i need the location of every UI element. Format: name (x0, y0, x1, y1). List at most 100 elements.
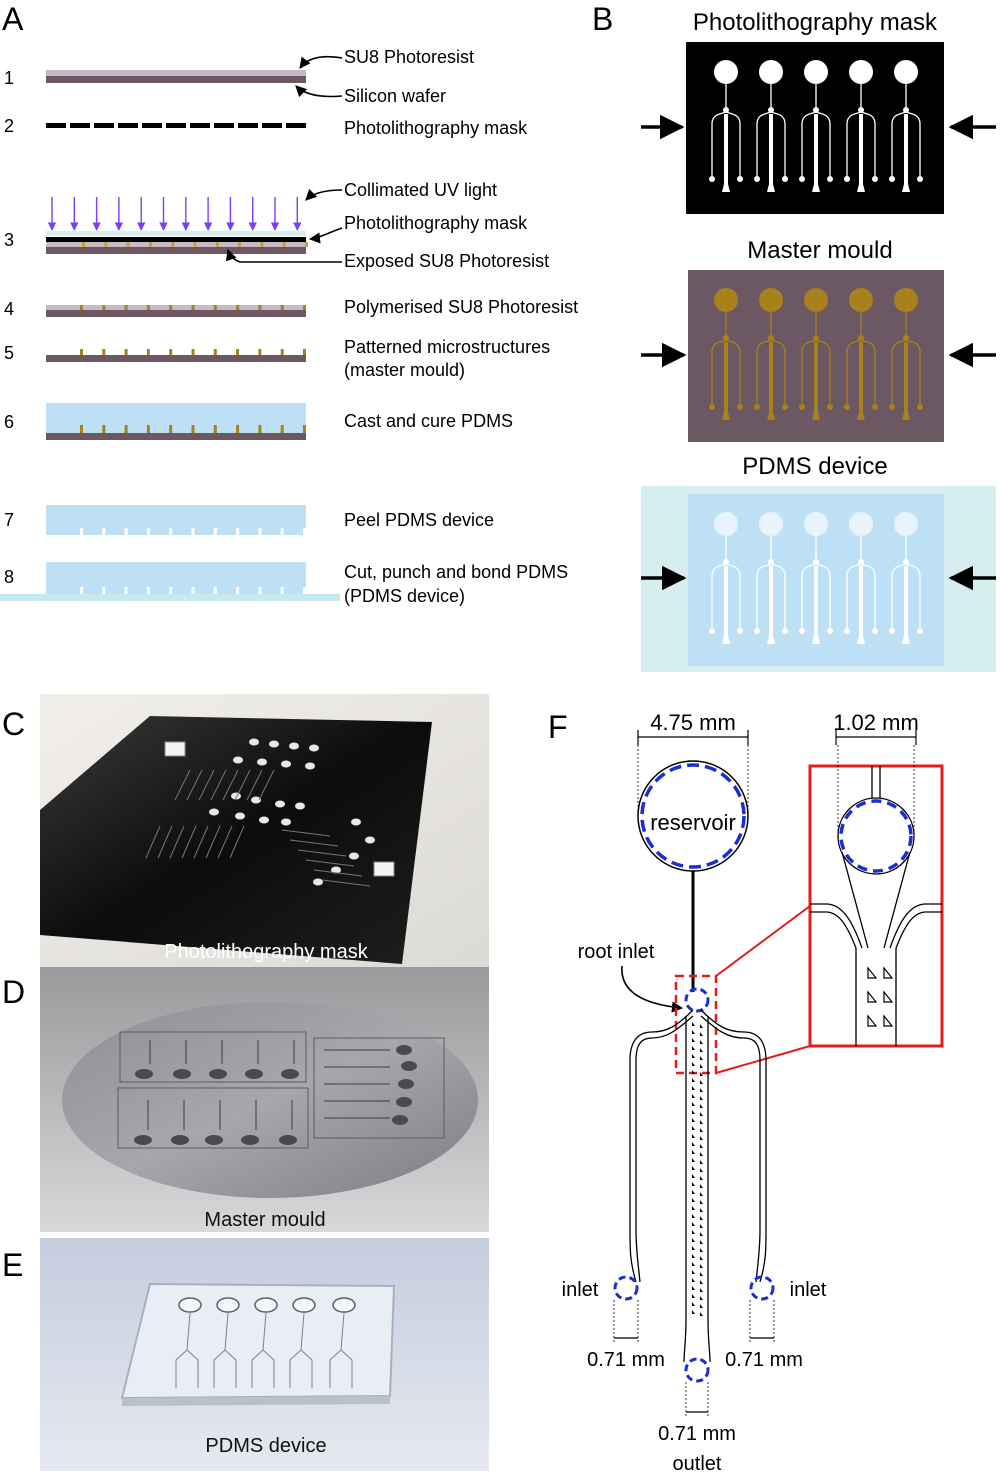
pdms-reservoir (216, 1297, 240, 1313)
arrow-mask3 (308, 227, 343, 244)
reservoir-circle (894, 512, 918, 536)
panel-b-title-pdms: PDMS device (742, 453, 887, 480)
exposed-region (104, 242, 108, 247)
inlet-dot (917, 404, 923, 410)
mask-hole (295, 802, 305, 810)
silicon-wafer-5 (46, 355, 306, 362)
side-channel (846, 111, 862, 177)
mask-line (169, 825, 185, 859)
side-channel (815, 111, 831, 177)
panel-b-title-mask: Photolithography mask (693, 9, 938, 36)
channel-void (80, 528, 83, 535)
inlet-dot (799, 628, 805, 634)
mould-well (135, 1069, 153, 1079)
pillar (692, 1262, 703, 1268)
mask-line (305, 859, 355, 867)
channel-void-8 (213, 587, 217, 594)
polymerised-region (169, 305, 173, 310)
mask-hole (365, 836, 375, 844)
label-mask-step3: Photolithography mask (344, 213, 528, 233)
pdms-channel (213, 1349, 237, 1388)
reservoir-label: reservoir (650, 810, 736, 835)
main-channel (812, 342, 820, 420)
polymerised-region (80, 305, 83, 310)
mould-well (241, 1135, 259, 1145)
mask-line (297, 849, 347, 857)
side-channel (801, 563, 817, 629)
mask-line (217, 825, 233, 859)
inlet-right-circle (749, 1275, 775, 1301)
inlet-right-label: inlet (790, 1279, 827, 1301)
microstructure (280, 349, 284, 355)
exposed-region (193, 242, 197, 247)
junction (768, 335, 774, 341)
reservoir-circle (759, 288, 783, 312)
channel-void-8 (169, 587, 173, 594)
junction (768, 107, 774, 113)
channel-void-8 (102, 587, 106, 594)
step-number: 6 (4, 412, 14, 432)
label-master-mould: (master mould) (344, 360, 465, 380)
pillar (692, 1102, 703, 1108)
pillar (692, 1078, 703, 1084)
channel-void (169, 528, 173, 535)
pillar (692, 1046, 703, 1052)
zoom-inset-box (808, 764, 944, 1048)
mould-well (173, 1069, 191, 1079)
mould-well (209, 1069, 227, 1079)
outlet-label: outlet (673, 1453, 722, 1475)
pdms-channel (289, 1349, 313, 1388)
pillar (692, 1038, 703, 1044)
reservoir-circle (714, 288, 738, 312)
channel-void (191, 528, 195, 535)
pillar (692, 1310, 703, 1316)
label-polymerised: Polymerised SU8 Photoresist (344, 297, 578, 317)
right-arm-inner (700, 1015, 761, 1283)
silicon-wafer-3 (46, 247, 306, 254)
channel-void (303, 528, 306, 535)
inlet-dot (799, 404, 805, 410)
mask-hole (351, 818, 361, 826)
inlet-left-label: inlet (562, 1279, 599, 1301)
pdms-channel (186, 1312, 191, 1351)
reservoir-circle (894, 288, 918, 312)
pillar (692, 1134, 703, 1140)
pillar (692, 1094, 703, 1100)
microstructure-6 (80, 425, 83, 433)
arrow-su8 (299, 55, 343, 69)
exposed-region (238, 242, 242, 247)
photo-c-caption: Photolithography mask (164, 941, 368, 963)
pdms-reservoir (292, 1297, 316, 1313)
arrow-uv (305, 188, 343, 201)
mask-hole (269, 740, 279, 748)
reservoir-circle (804, 288, 828, 312)
mask-segment (118, 123, 138, 128)
microstructure (213, 349, 217, 355)
side-channel (860, 563, 876, 629)
right-arm-outer (700, 1009, 767, 1283)
mask-hole (309, 744, 319, 752)
channel-void-8 (80, 587, 83, 594)
label-peel: Peel PDMS device (344, 510, 494, 530)
pillar (692, 1190, 703, 1196)
pillar (692, 1278, 703, 1284)
pdms-channel (300, 1312, 305, 1351)
channel-void (236, 528, 240, 535)
inlet-dot (782, 176, 788, 182)
silicon-wafer-6 (46, 433, 306, 440)
inlet-dot (754, 628, 760, 634)
mask-segment (262, 123, 282, 128)
mask-hole (281, 760, 291, 768)
photo-d-mould: Master mould (40, 967, 489, 1232)
side-channel (756, 111, 772, 177)
microstructure-6 (303, 425, 306, 433)
mask-hole (233, 756, 243, 764)
polymerised-region (146, 305, 150, 310)
microstructure-6 (124, 425, 128, 433)
label-cast-cure: Cast and cure PDMS (344, 411, 513, 431)
mask-line (181, 825, 197, 859)
pillar (692, 1286, 703, 1292)
mask-line (289, 839, 339, 847)
mask-segment (286, 123, 306, 128)
